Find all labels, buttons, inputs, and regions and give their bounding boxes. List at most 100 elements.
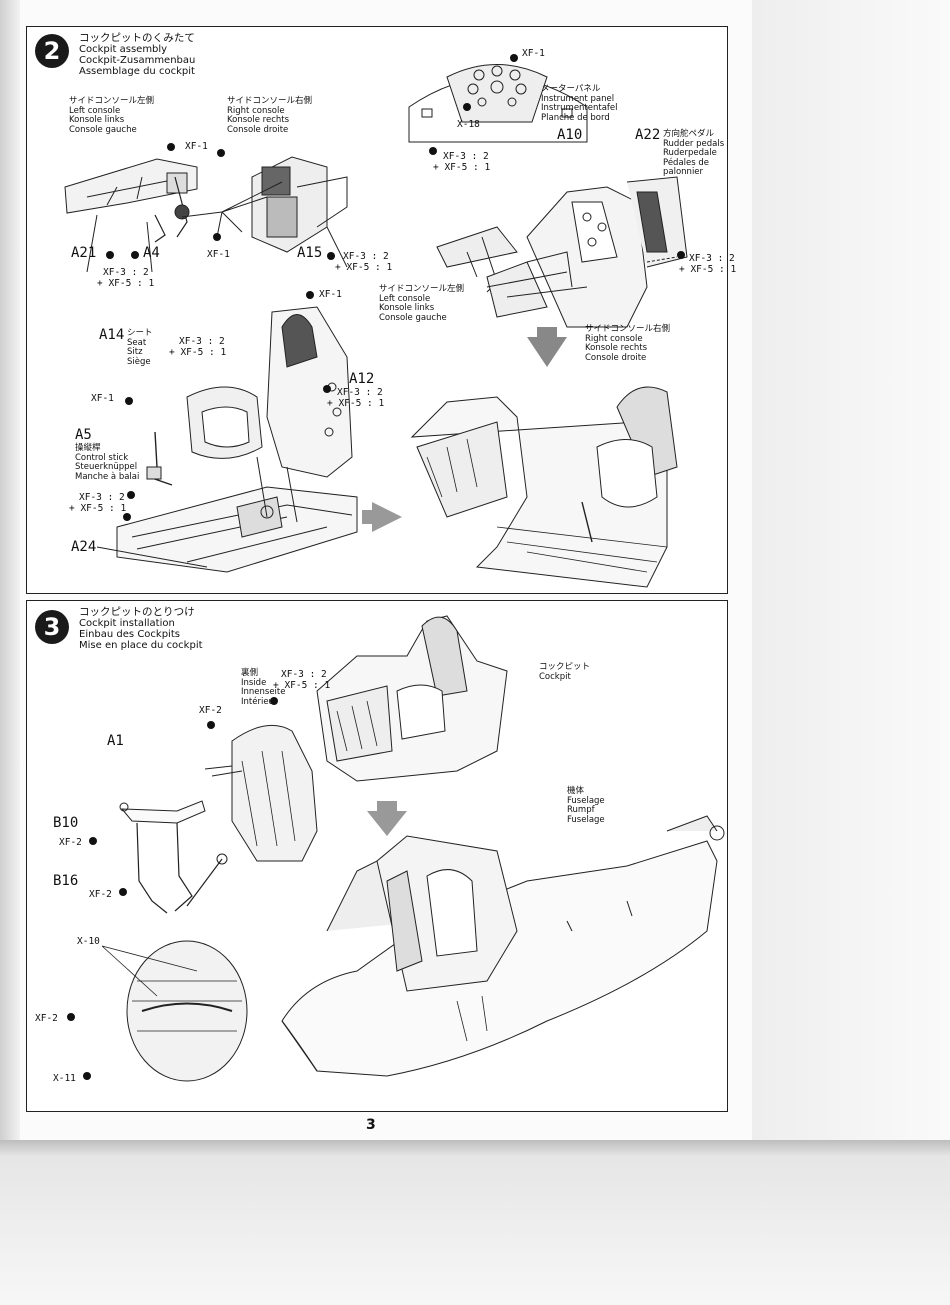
paint-dot	[125, 397, 133, 405]
paint-xf1-stickgrip: XF-1	[91, 393, 114, 404]
paint-dot	[677, 251, 685, 259]
paint-dot	[106, 251, 114, 259]
step-title: コックピットのとりつけ Cockpit installation Einbau …	[79, 607, 203, 652]
left-console-en: Left console	[69, 105, 121, 116]
step-3-panel: 3 コックピットのとりつけ Cockpit installation Einba…	[26, 600, 728, 1112]
part-a24: A24	[71, 539, 97, 555]
control-stick-jp: 操縦桿	[75, 443, 101, 453]
step-number-badge: 3	[35, 610, 69, 644]
title-en: Cockpit installation	[79, 618, 175, 629]
paint-xf3-stick: XF-3 : 2	[79, 492, 125, 503]
right-console2-en: Right console	[585, 333, 643, 344]
part-a4: A4	[143, 245, 160, 261]
control-stick-de: Steuerknüppel	[75, 462, 138, 472]
fuselage-fr: Fuselage	[567, 814, 605, 825]
label-right-console: サイドコンソール右側 Right console Konsole rechts …	[227, 96, 312, 135]
part-a21: A21	[71, 245, 97, 261]
paint-dot	[213, 233, 221, 241]
label-fuselage: 機体 Fuselage Rumpf Fuselage	[567, 786, 605, 825]
title-de: Einbau des Cockpits	[79, 629, 180, 640]
paint-dot	[327, 252, 335, 260]
paint-xf3-seat: XF-3 : 2	[179, 336, 225, 347]
paint-dot	[217, 149, 225, 157]
label-control-stick: 操縦桿 Control stick Steuerknüppel Manche à…	[75, 443, 140, 482]
rudder-pedals-fr: Pédales de palonnier	[663, 157, 710, 177]
paint-dot	[67, 1013, 75, 1021]
fuselage-jp: 機体	[567, 786, 585, 796]
control-stick-fr: Manche à balai	[75, 471, 140, 482]
cockpit-en: Cockpit	[539, 671, 571, 682]
label-right-console-2: サイドコンソール右側 Right console Konsole rechts …	[585, 324, 670, 363]
left-console-jp: サイドコンソール左側	[69, 96, 155, 106]
rudder-pedals-de: Ruderpedale	[663, 148, 717, 158]
part-a22: A22	[635, 127, 661, 143]
inside-fr: Intérieur	[241, 696, 278, 707]
page-number: 3	[366, 1117, 376, 1133]
seat-jp: シート	[127, 328, 153, 338]
paint-xf3-pedal: XF-3 : 2	[689, 253, 735, 264]
page-right-margin	[752, 0, 950, 1305]
paint-dot	[207, 721, 215, 729]
paint-dot	[119, 888, 127, 896]
rudder-pedals-jp: 方向舵ペダル	[663, 129, 715, 139]
paint-x11: X-11	[53, 1073, 76, 1084]
right-console-fr: Console droite	[227, 124, 289, 135]
left-console2-en: Left console	[379, 293, 431, 304]
step-title: コックピットのくみたて Cockpit assembly Cockpit-Zus…	[79, 32, 195, 78]
control-stick-en: Control stick	[75, 452, 129, 463]
paint-xf1-seatback: XF-1	[319, 289, 342, 300]
page-left-shadow	[0, 0, 20, 1305]
paint-xf3-panel: XF-3 : 2	[443, 151, 489, 162]
left-console-fr: Console gauche	[69, 124, 137, 135]
scan-bottom-edge	[0, 1140, 950, 1305]
paint-xf5-inside: + XF-5 : 1	[273, 680, 331, 691]
left-console2-jp: サイドコンソール左側	[379, 284, 465, 294]
part-a1: A1	[107, 733, 124, 749]
inside-jp: 裏側	[241, 668, 259, 678]
cockpit-jp: コックピット	[539, 662, 591, 672]
left-console-de: Konsole links	[69, 115, 125, 125]
paint-xf3-inside: XF-3 : 2	[281, 669, 327, 680]
paint-xf1-panel: XF-1	[522, 48, 545, 59]
step-2-illustration	[64, 64, 688, 588]
part-a15: A15	[297, 245, 323, 261]
label-cockpit: コックピット Cockpit	[539, 662, 591, 682]
paint-dot	[463, 103, 471, 111]
paint-dot	[270, 697, 278, 705]
part-a5: A5	[75, 427, 92, 443]
part-a14: A14	[99, 327, 125, 343]
paint-xf5-pedal: + XF-5 : 1	[679, 264, 737, 275]
paint-xf3-a12: XF-3 : 2	[337, 387, 383, 398]
fuselage-de: Rumpf	[567, 805, 595, 815]
step-3-illustration	[101, 615, 725, 1082]
inside-en: Inside	[241, 677, 267, 688]
seat-en: Seat	[127, 337, 147, 348]
label-rudder-pedals: 方向舵ペダル Rudder pedals Ruderpedale Pédales…	[663, 129, 724, 178]
paint-xf2-b10: XF-2	[59, 837, 82, 848]
paint-xf1-stick: XF-1	[207, 249, 230, 260]
paint-dot	[510, 54, 518, 62]
part-b16: B16	[53, 873, 79, 889]
left-console2-fr: Console gauche	[379, 312, 447, 323]
title-jp: コックピットのくみたて	[79, 32, 195, 44]
step-2-panel: 2 コックピットのくみたて Cockpit assembly Cockpit-Z…	[26, 26, 736, 594]
seat-fr: Siège	[127, 356, 151, 367]
right-console2-de: Konsole rechts	[585, 343, 648, 353]
paint-dot	[127, 491, 135, 499]
paint-xf3-a15: XF-3 : 2	[343, 251, 389, 262]
title-fr: Assemblage du cockpit	[79, 66, 195, 77]
label-left-console-2: サイドコンソール左側 Left console Konsole links Co…	[379, 284, 465, 323]
paint-xf5-a21: + XF-5 : 1	[97, 278, 155, 289]
paint-dot	[89, 837, 97, 845]
paint-dot	[131, 251, 139, 259]
inside-de: Innenseite	[241, 687, 286, 697]
paint-dot	[429, 147, 437, 155]
title-fr: Mise en place du cockpit	[79, 640, 203, 651]
paint-dot	[123, 513, 131, 521]
paint-xf2-floor: XF-2	[35, 1013, 58, 1024]
right-console-en: Right console	[227, 105, 285, 116]
paint-xf5-a15: + XF-5 : 1	[335, 262, 393, 273]
paint-dot	[83, 1072, 91, 1080]
fuselage-en: Fuselage	[567, 795, 605, 806]
label-left-console: サイドコンソール左側 Left console Konsole links Co…	[69, 96, 155, 135]
